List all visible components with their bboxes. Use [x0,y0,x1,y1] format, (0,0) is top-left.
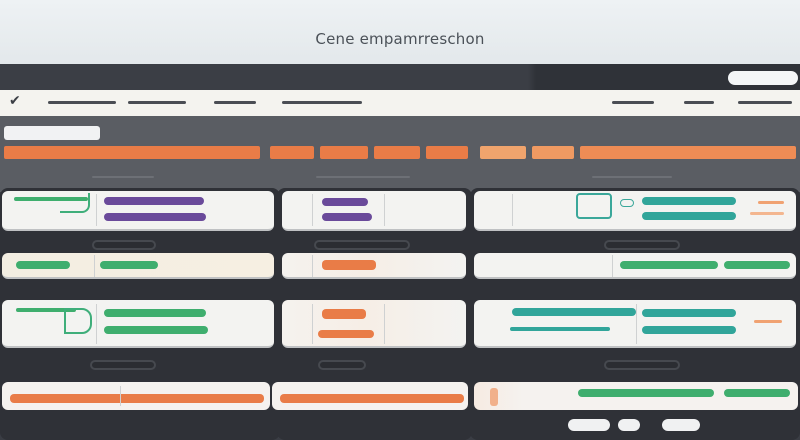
cell-value [14,197,88,201]
resize-handle[interactable] [90,360,156,370]
cell-value [104,309,206,317]
app-header-bar [0,64,800,90]
column-header-1[interactable] [4,146,260,159]
resize-handle[interactable] [92,240,156,250]
column-header-3[interactable] [320,146,368,159]
cell-value [104,213,206,221]
cell-value [280,394,464,403]
cell-value [322,309,366,319]
cell-value [578,389,714,397]
menu-item-3[interactable] [214,101,256,104]
cell-divider [312,304,313,344]
pagination-button-page[interactable] [618,419,640,431]
cell-divider [384,194,385,226]
column-header-4[interactable] [374,146,420,159]
cell-value [16,308,76,312]
cell-divider [94,255,95,277]
cell-value [510,327,610,331]
bracket-icon[interactable] [60,193,90,213]
pagination-button-next[interactable] [662,419,700,431]
cell-value [724,261,790,269]
cell-value [754,320,782,323]
cell-value [104,197,204,205]
cell-divider [96,194,97,226]
menu-item-2[interactable] [128,101,186,104]
column-divider [316,176,410,178]
cell-value [318,330,374,338]
resize-handle[interactable] [314,240,410,250]
cell-value [642,326,736,334]
cell-divider [636,304,637,344]
page-title: Cene empamrreschon [315,30,485,48]
table-row[interactable] [282,300,466,348]
menu-item-5[interactable] [612,101,654,104]
cell-divider [612,255,613,277]
column-header-5[interactable] [426,146,468,159]
bracket-icon[interactable] [64,308,92,334]
column-header-7[interactable] [532,146,574,159]
cell-value [16,261,70,269]
resize-handle[interactable] [318,360,366,370]
title-band [0,0,800,64]
cell-value [620,261,718,269]
cell-value [100,261,158,269]
menu-bar [0,90,800,116]
cell-value [322,198,368,206]
cell-value [322,213,372,221]
column-header-6[interactable] [480,146,526,159]
column-divider [92,176,154,178]
column-header-2[interactable] [270,146,314,159]
table-row[interactable] [474,191,796,231]
cell-value [724,389,790,397]
cell-value [104,326,208,334]
cell-value [750,212,784,215]
cell-value [10,394,264,403]
checkbox-icon[interactable] [576,193,612,219]
cell-divider [120,386,121,406]
check-icon[interactable]: ✔ [9,93,21,109]
cell-value [642,197,736,205]
resize-handle[interactable] [604,360,680,370]
cell-divider [312,255,313,277]
cell-divider [312,194,313,226]
pagination-button-prev[interactable] [568,419,610,431]
cell-divider [96,304,97,344]
menu-item-7[interactable] [738,101,792,104]
toggle-icon[interactable] [620,199,634,207]
resize-handle[interactable] [604,240,680,250]
cell-divider [384,304,385,344]
menu-item-4[interactable] [282,101,362,104]
column-header-8[interactable] [580,146,796,159]
search-input[interactable] [4,126,100,140]
header-action-button[interactable] [728,71,798,85]
table-row[interactable] [282,191,466,231]
cell-value [512,308,636,316]
cell-value [642,212,736,220]
cell-value [490,388,498,406]
cell-value [322,260,376,270]
cell-divider [512,194,513,226]
menu-item-1[interactable] [48,101,116,104]
cell-value [642,309,736,317]
cell-value [758,201,784,204]
menu-item-6[interactable] [684,101,714,104]
column-divider [592,176,672,178]
